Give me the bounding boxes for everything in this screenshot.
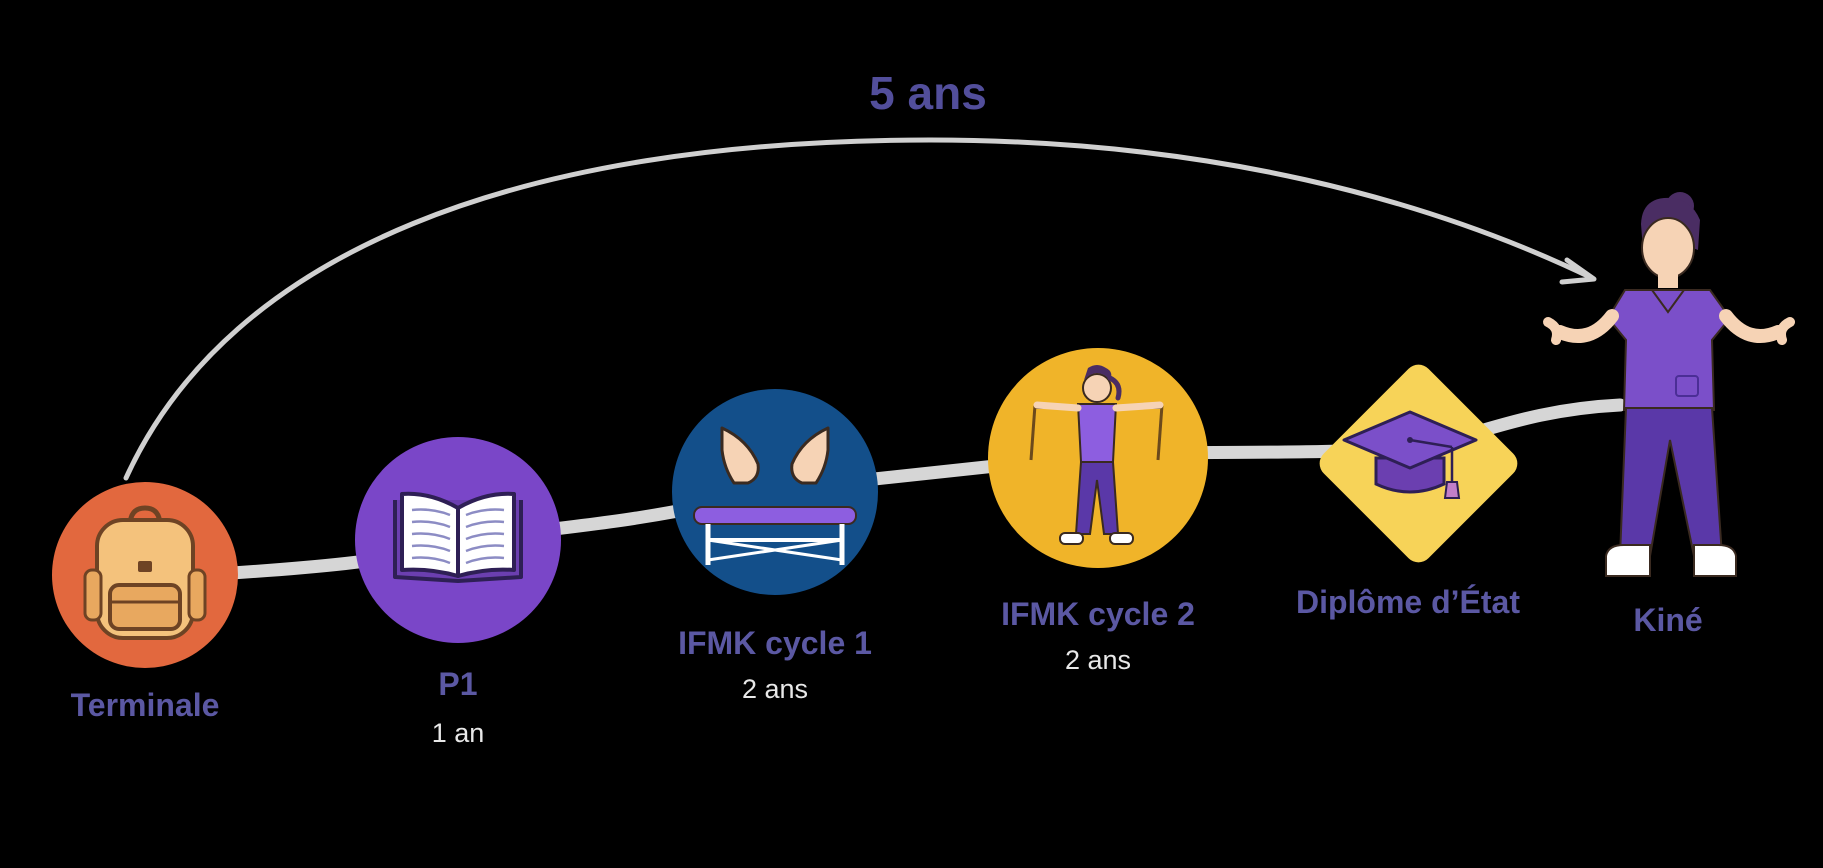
p1-node <box>355 437 561 643</box>
diplome-node <box>1319 364 1518 563</box>
step-duration-ifmk-cycle-2: 2 ans <box>1064 645 1132 675</box>
ifmk-cycle-2-node <box>988 348 1208 568</box>
open-book-icon <box>393 491 523 583</box>
exercise-band-icon <box>1029 365 1164 545</box>
terminale-node <box>52 482 238 668</box>
step-name-ifmk-cycle-1: IFMK cycle 1 <box>678 625 872 661</box>
step-name-terminale: Terminale <box>70 687 220 723</box>
ifmk-cycle-1-circle <box>672 389 878 595</box>
backpack-icon <box>83 505 207 640</box>
ifmk-cycle-1-node <box>672 389 878 595</box>
step-name-diplome: Diplôme d’État <box>1295 584 1521 620</box>
step-name-p1: P1 <box>438 666 478 702</box>
physiotherapist-icon <box>1543 192 1795 577</box>
treatment-table-icon <box>693 426 857 565</box>
step-name-ifmk-cycle-2: IFMK cycle 2 <box>1001 596 1195 632</box>
step-name-kine: Kiné <box>1633 602 1703 638</box>
span-label: 5 ans <box>869 67 987 119</box>
graduation-cap-icon <box>1342 410 1478 499</box>
span-arc <box>123 137 1595 481</box>
span-arrowhead <box>1559 257 1597 285</box>
step-duration-p1: 1 an <box>431 718 485 748</box>
step-duration-ifmk-cycle-1: 2 ans <box>741 674 809 704</box>
